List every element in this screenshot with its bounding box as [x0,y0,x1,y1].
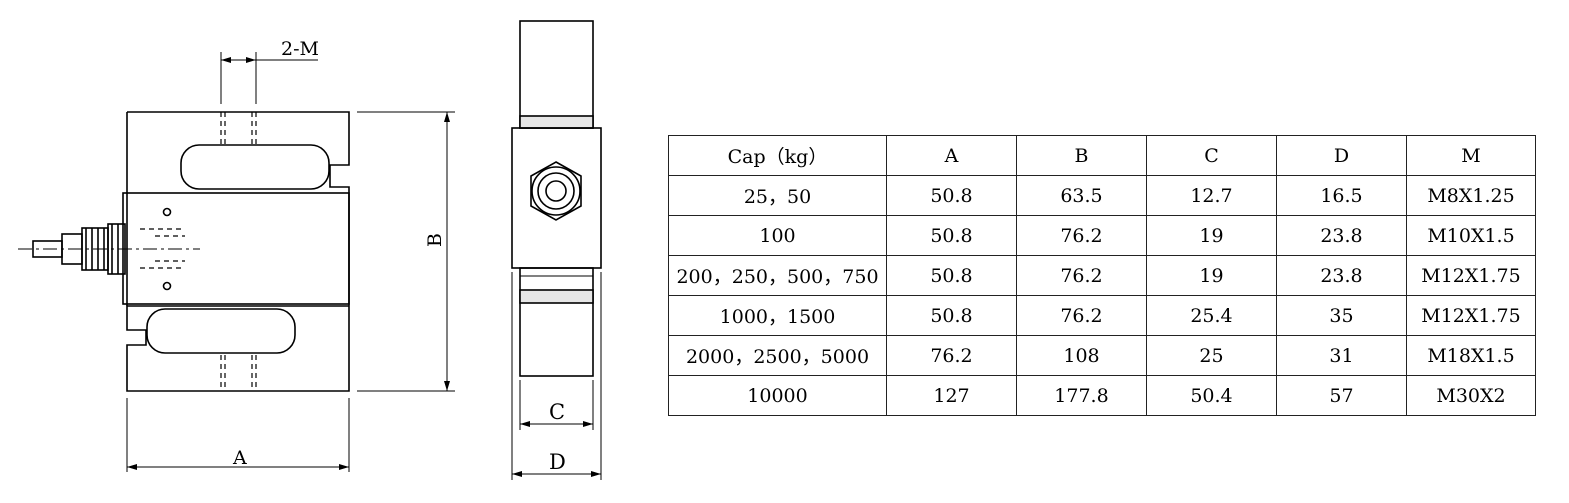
table-row: 2000，2500，5000 76.2 108 25 31 M18X1.5 [668,335,1536,376]
cell-b: 63.5 [1016,175,1147,216]
cell-c: 25 [1146,335,1277,376]
cell-b: 76.2 [1016,215,1147,256]
cell-d: 35 [1276,295,1407,336]
hole-icon [162,207,172,217]
cell-d: 57 [1276,375,1407,416]
thread-label: 2-M [281,38,319,60]
side-dimensions [511,272,602,480]
thickness-label: C [549,400,565,424]
cell-cap: 25，50 [668,175,887,216]
cell-m: M12X1.75 [1406,295,1536,336]
side-top-plate [519,20,594,129]
cell-a: 76.2 [886,335,1017,376]
cell-cap: 1000，1500 [668,295,887,336]
header-b: B [1016,135,1147,176]
spec-table: Cap（kg） A B C D M 25，50 50.8 63.5 12.7 1… [668,135,1536,416]
s-body-outline [126,111,350,392]
width-label: A [232,447,247,469]
cell-cap: 200，250，500，750 [668,255,887,296]
header-c: C [1146,135,1277,176]
cell-m: M30X2 [1406,375,1536,416]
hex-nut-icon [530,161,582,221]
cell-d: 23.8 [1276,255,1407,296]
side-lower-strip [519,289,594,304]
cell-b: 76.2 [1016,295,1147,336]
cell-a: 50.8 [886,175,1017,216]
cell-d: 23.8 [1276,215,1407,256]
cell-cap: 100 [668,215,887,256]
cell-m: M12X1.75 [1406,255,1536,296]
table-row: 200，250，500，750 50.8 76.2 19 23.8 M12X1.… [668,255,1536,296]
header-d: D [1276,135,1407,176]
table-row: 25，50 50.8 63.5 12.7 16.5 M8X1.25 [668,175,1536,216]
lower-slot [146,308,296,354]
cell-a: 50.8 [886,255,1017,296]
upper-slot [180,144,330,190]
header-cap: Cap（kg） [668,135,887,176]
cell-b: 76.2 [1016,255,1147,296]
cell-c: 12.7 [1146,175,1277,216]
side-lower-plate [519,267,594,377]
cell-b: 108 [1016,335,1147,376]
cell-d: 31 [1276,335,1407,376]
nut-ring-icon [531,166,581,216]
cell-m: M18X1.5 [1406,335,1536,376]
cell-a: 50.8 [886,295,1017,336]
side-view [511,20,602,377]
cell-cap: 10000 [668,375,887,416]
cell-cap: 2000，2500，5000 [668,335,887,376]
table-row: 100 50.8 76.2 19 23.8 M10X1.5 [668,215,1536,256]
header-m: M [1406,135,1536,176]
depth-label: D [549,450,566,474]
cell-a: 50.8 [886,215,1017,256]
cell-b: 177.8 [1016,375,1147,416]
cell-c: 50.4 [1146,375,1277,416]
cell-c: 25.4 [1146,295,1277,336]
side-upper-strip [519,115,594,129]
hole-icon [162,281,172,291]
side-middle-block [511,127,602,269]
table-header-row: Cap（kg） A B C D M [668,135,1536,176]
table-row: 10000 127 177.8 50.4 57 M30X2 [668,375,1536,416]
height-label: B [424,233,446,247]
top-thread-hidden [140,112,257,391]
table-row: 1000，1500 50.8 76.2 25.4 35 M12X1.75 [668,295,1536,336]
front-dimensions [126,52,455,472]
header-a: A [886,135,1017,176]
cell-d: 16.5 [1276,175,1407,216]
cell-a: 127 [886,375,1017,416]
cell-c: 19 [1146,255,1277,296]
front-view [18,111,350,392]
cell-m: M8X1.25 [1406,175,1536,216]
cell-m: M10X1.5 [1406,215,1536,256]
cell-c: 19 [1146,215,1277,256]
